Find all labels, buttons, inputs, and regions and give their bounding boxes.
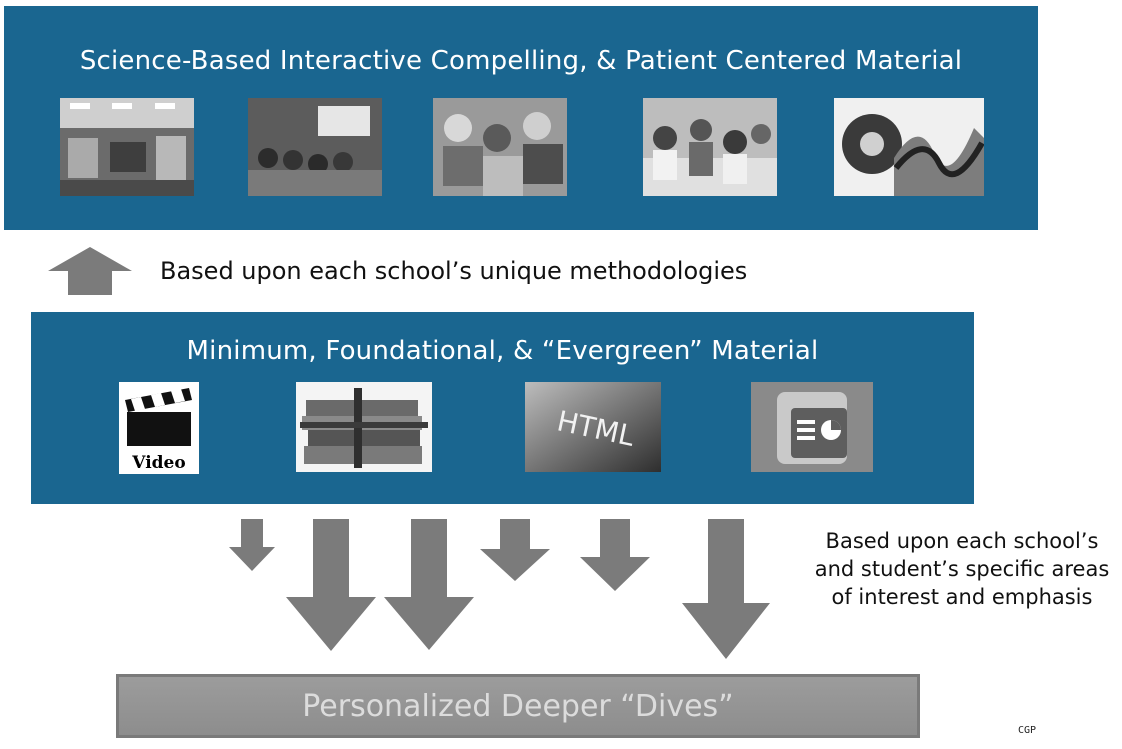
up-arrow [48, 247, 132, 295]
student-discussion-photo [643, 98, 777, 196]
lecture-photo [248, 98, 382, 196]
top-box-title: Science-Based Interactive Compelling, & … [79, 46, 963, 76]
credit-label: CGP [1018, 725, 1037, 736]
film-reel-image [834, 98, 984, 196]
personalized-dives-bar: Personalized Deeper “Dives” [116, 674, 920, 738]
bottom-bar-label: Personalized Deeper “Dives” [302, 689, 734, 724]
presentation-icon [751, 382, 873, 472]
top-material-box: Science-Based Interactive Compelling, & … [4, 6, 1038, 230]
down-arrow-5 [580, 519, 650, 591]
down-arrow-3 [384, 519, 474, 650]
foundational-material-box: Minimum, Foundational, & “Evergreen” Mat… [31, 312, 974, 504]
video-clapper-icon: Video [119, 382, 199, 474]
down-arrows-note: Based upon each school’s and student’s s… [814, 529, 1110, 609]
classroom-photo [60, 98, 194, 196]
down-arrow-1 [229, 519, 275, 571]
video-label: Video [131, 453, 185, 473]
up-arrow-note: Based upon each school’s unique methodol… [160, 257, 748, 285]
html-image: HTML [525, 382, 661, 472]
book-stack-image [296, 382, 432, 472]
down-arrow-2 [286, 519, 376, 651]
down-arrow-4 [480, 519, 550, 581]
group-learning-photo [433, 98, 567, 196]
middle-box-title: Minimum, Foundational, & “Evergreen” Mat… [186, 336, 819, 366]
down-arrow-6 [682, 519, 770, 659]
